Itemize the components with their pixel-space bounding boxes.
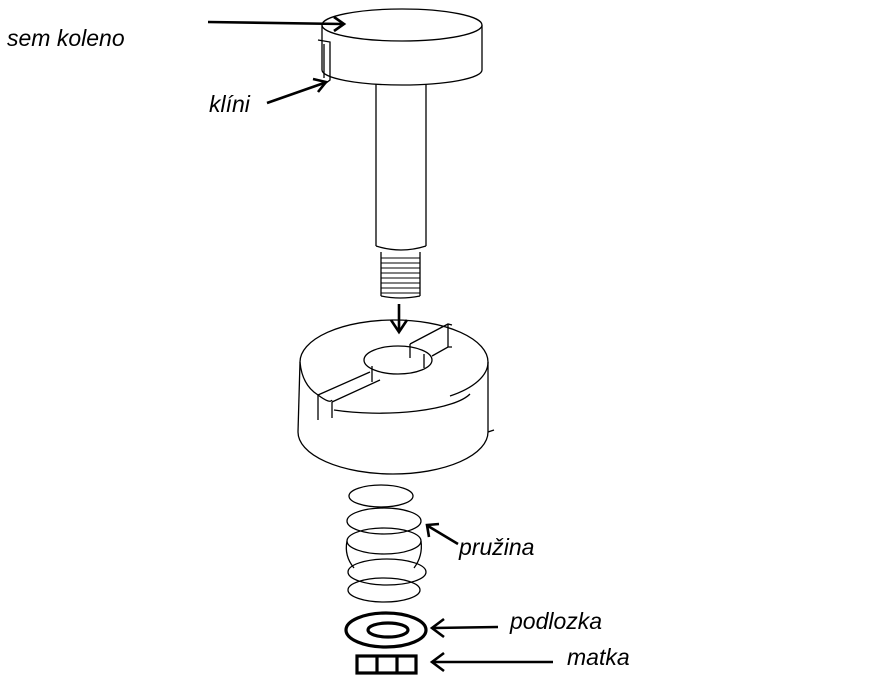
pin-shaft [375,84,427,299]
label-podlozka: podlozka [509,608,602,634]
leader-pruzina [425,522,459,546]
spring [345,484,427,603]
leader-matka [429,651,553,673]
leader-podlozka [429,617,499,639]
nut [355,654,418,675]
pin-head-disc [321,8,483,86]
label-klini: klíni [209,91,251,117]
leader-sem-koleno [207,15,347,33]
insert-arrow [389,304,409,335]
washer [344,611,428,649]
label-sem-koleno: sem koleno [7,25,125,51]
label-matka: matka [567,644,630,670]
slotted-block [297,319,495,475]
label-pruzina: pružina [458,534,534,560]
leader-klini [266,77,329,105]
key-wedge [317,39,331,87]
